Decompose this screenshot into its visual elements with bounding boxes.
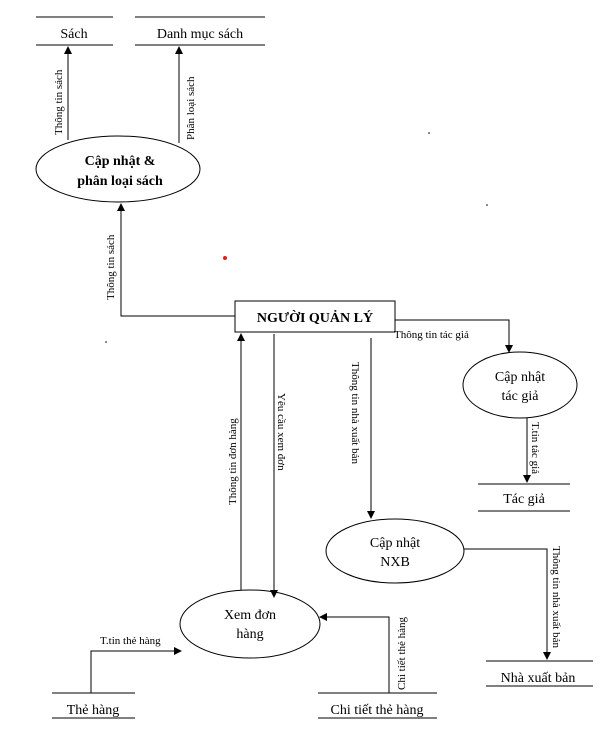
store-book-categories-label: Danh mục sách — [157, 27, 243, 42]
process-view-orders-line1: Xem đơn — [224, 608, 276, 623]
process-update-authors-line2: tác giả — [502, 389, 540, 404]
flow-author-info-short-label: T.tin tác giả — [529, 422, 541, 474]
process-update-authors: Cập nhật tác giả — [462, 351, 578, 419]
store-cart-details-label: Chi tiết thẻ hàng — [331, 703, 424, 718]
store-authors-label: Tác giả — [503, 492, 545, 507]
flow-cart-info-label: T.tin thẻ hàng — [100, 635, 161, 647]
process-update-classify-books-line2: phân loại sách — [77, 174, 163, 189]
flow-cart-details-label: Chi tiết thẻ hàng — [396, 616, 408, 690]
store-cart-details: Chi tiết thẻ hàng — [318, 692, 437, 719]
store-books-label: Sách — [60, 27, 87, 42]
flow-book-info-to-store: Thông tin sách — [53, 46, 72, 140]
process-view-orders-line2: hàng — [236, 627, 263, 642]
flow-publisher-info: Thông tin nhà xuất bản — [349, 338, 375, 519]
process-update-publishers: Cập nhật NXB — [325, 518, 465, 584]
store-authors: Tác giả — [478, 483, 570, 512]
flow-publisher-info-label: Thông tin nhà xuất bản — [349, 362, 361, 465]
flow-category-info: Phân loại sách — [175, 46, 197, 143]
speck-mark — [486, 204, 488, 206]
flow-publisher-info-to-store-label: Thông tin nhà xuất bản — [550, 546, 562, 649]
flow-book-info-from-manager-label: Thông tin sách — [105, 234, 117, 300]
flow-cart-details: Chi tiết thẻ hàng — [319, 613, 408, 693]
process-update-publishers-line2: NXB — [380, 555, 410, 570]
process-update-classify-books: Cập nhật & phân loại sách — [35, 135, 201, 203]
store-books: Sách — [36, 16, 113, 46]
flow-view-order-request-label: Yêu cầu xem đơn — [275, 393, 287, 471]
store-publishers: Nhà xuất bản — [486, 660, 593, 687]
process-view-orders: Xem đơn hàng — [179, 589, 321, 659]
flow-author-info: Thông tin tác giả — [394, 319, 513, 353]
red-dot-mark — [223, 256, 227, 260]
entity-manager-label: NGƯỜI QUẢN LÝ — [257, 309, 373, 326]
process-update-classify-books-line1: Cập nhật & — [85, 154, 156, 169]
entity-manager: NGƯỜI QUẢN LÝ — [234, 300, 396, 333]
speck-mark — [428, 132, 430, 134]
flow-book-info-to-store-label: Thông tin sách — [53, 69, 65, 135]
process-update-authors-line1: Cập nhật — [495, 370, 545, 385]
flow-order-info: Thông tin đơn hàng — [227, 333, 245, 590]
flow-book-info-from-manager: Thông tin sách — [105, 203, 235, 317]
flow-view-order-request: Yêu cầu xem đơn — [270, 334, 287, 598]
flow-author-info-short: T.tin tác giả — [523, 418, 541, 483]
flow-author-info-label: Thông tin tác giả — [394, 329, 469, 341]
flow-cart-info: T.tin thẻ hàng — [90, 635, 182, 693]
store-cart-label: Thẻ hàng — [67, 703, 119, 718]
flow-publisher-info-to-store: Thông tin nhà xuất bản — [464, 546, 562, 660]
flow-order-info-label: Thông tin đơn hàng — [227, 418, 239, 505]
store-cart: Thẻ hàng — [52, 692, 135, 719]
store-publishers-label: Nhà xuất bản — [501, 671, 576, 686]
process-update-publishers-line1: Cập nhật — [370, 536, 420, 551]
store-book-categories: Danh mục sách — [135, 16, 265, 46]
flow-category-info-label: Phân loại sách — [185, 76, 197, 140]
speck-mark — [105, 341, 107, 343]
